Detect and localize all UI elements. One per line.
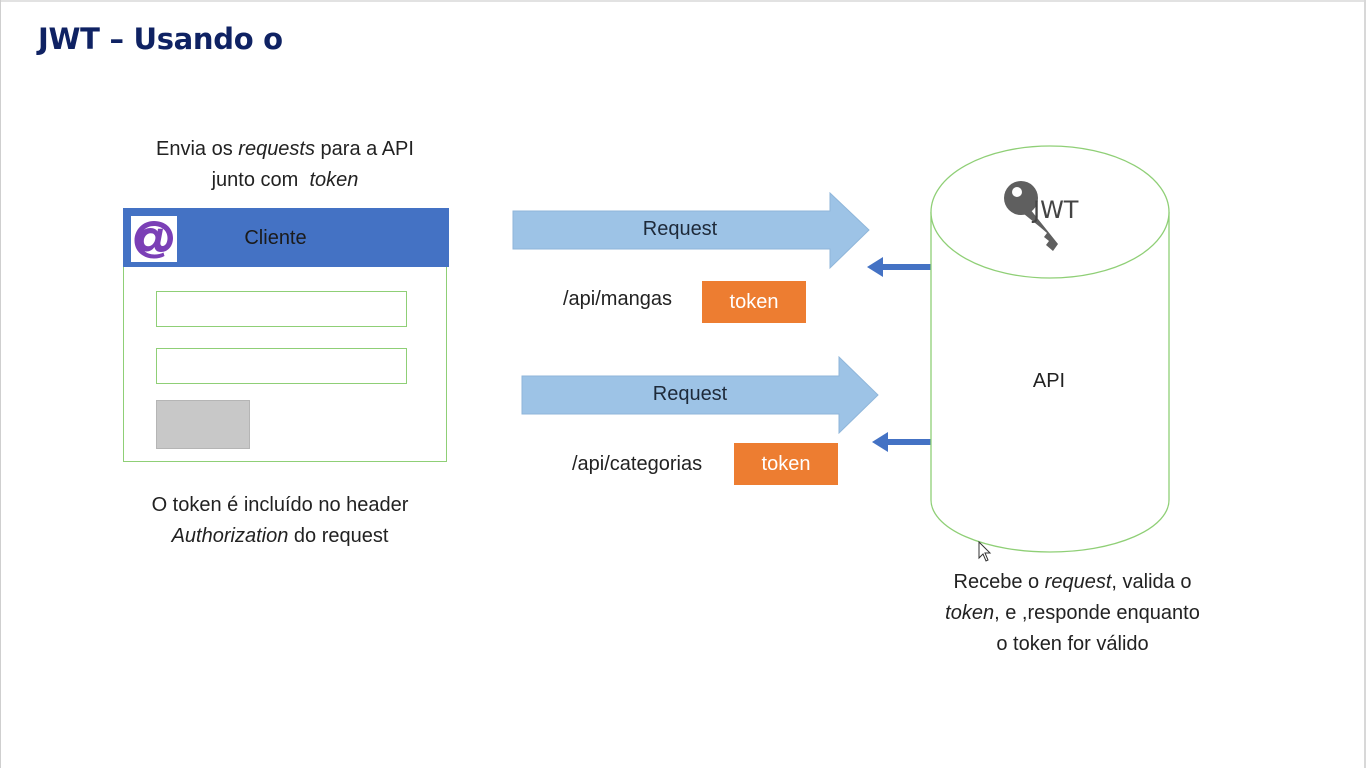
client-title: Cliente — [244, 227, 307, 249]
api-caption-line-2: token, e ,responde enquanto — [945, 602, 1200, 624]
client-password-field[interactable] — [156, 348, 407, 384]
response-arrow-2 — [872, 432, 937, 452]
client-header-bar: Cliente — [123, 208, 449, 267]
key-icon — [1004, 181, 1058, 251]
route-categorias: /api/categorias — [572, 453, 703, 475]
window-right-border — [1364, 0, 1366, 768]
request-arrow-2 — [521, 356, 879, 434]
api-caption-line-3: o token for válido — [996, 633, 1149, 655]
client-username-field[interactable] — [156, 291, 407, 327]
token-badge-1: token — [702, 281, 806, 323]
api-caption-line-1: Recebe o request, valida o — [953, 571, 1192, 593]
request-label-2: Request — [652, 383, 728, 405]
header-caption-line-1: O token é incluído no header — [151, 494, 409, 516]
client-submit-button[interactable] — [156, 400, 250, 449]
api-caption: Recebe o request, valida o token, e ,res… — [905, 567, 1240, 660]
blazor-logo-icon — [131, 216, 177, 262]
api-cylinder — [930, 145, 1170, 553]
request-label-1: Request — [642, 218, 718, 240]
request-arrow-1 — [512, 192, 870, 270]
jwt-label: JWT — [1033, 196, 1079, 224]
client-caption: Envia os requests para a API junto com t… — [120, 134, 450, 196]
window-top-border — [0, 0, 1366, 2]
client-caption-line-1: Envia os requests para a API — [156, 138, 414, 160]
mouse-cursor-icon — [978, 541, 992, 562]
api-label: API — [1032, 370, 1066, 392]
client-caption-line-2: junto com token — [211, 169, 359, 191]
slide-title: JWT – Usando o — [38, 22, 283, 56]
token-badge-2: token — [734, 443, 838, 485]
window-left-border — [0, 0, 1, 768]
header-caption: O token é incluído no header Authorizati… — [110, 490, 450, 552]
route-mangas: /api/mangas — [563, 288, 672, 310]
header-caption-line-2: Authorization do request — [171, 525, 389, 547]
response-arrow-1 — [867, 257, 932, 277]
client-window: Cliente — [123, 208, 449, 462]
